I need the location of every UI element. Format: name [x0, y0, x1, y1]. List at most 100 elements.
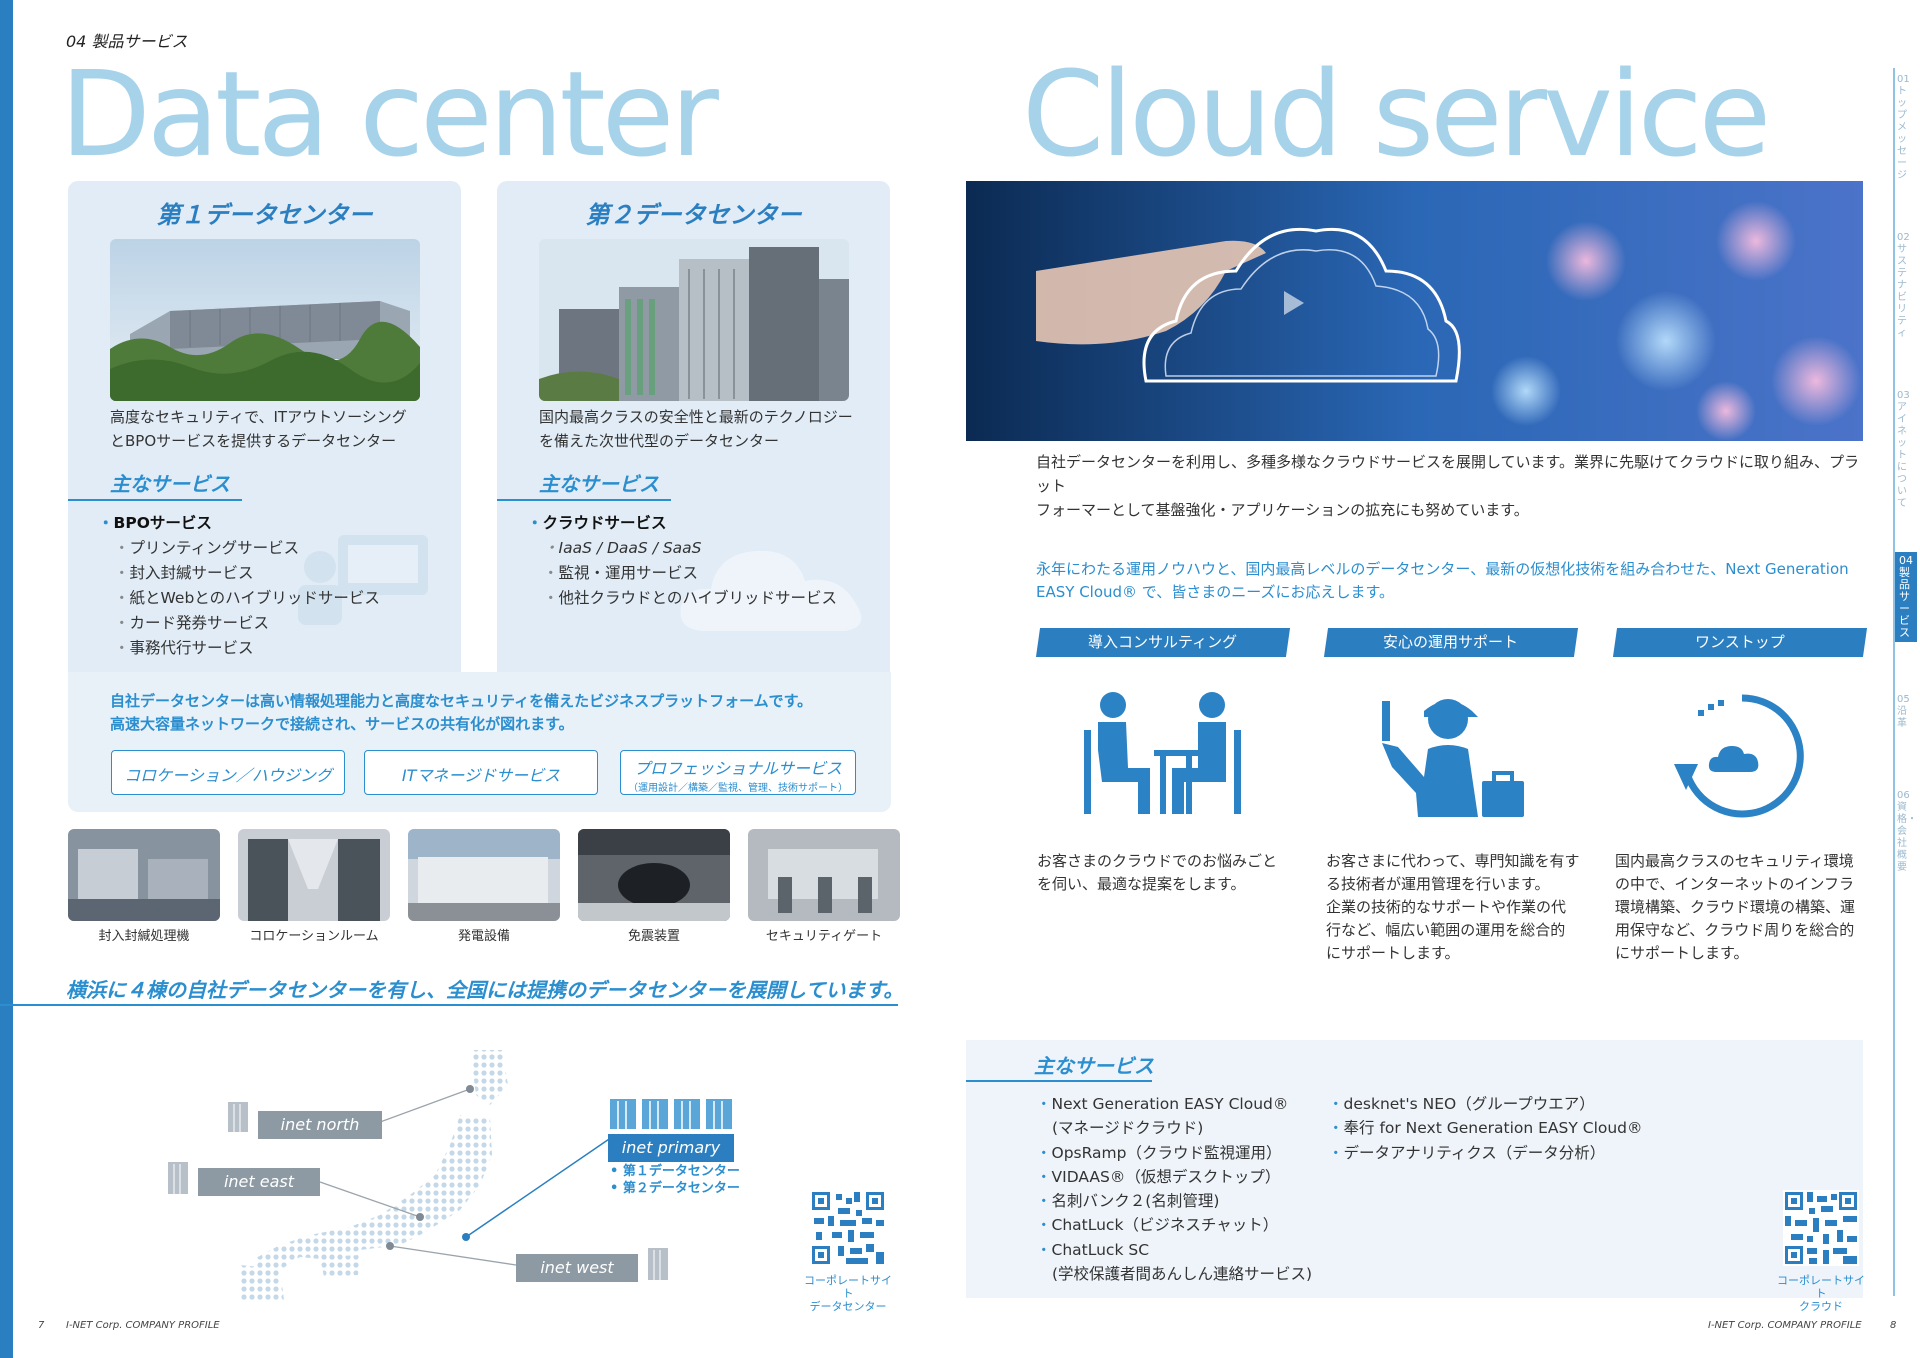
feature-onestop-label: ワンストップ	[1612, 628, 1868, 657]
japan-dot-map	[240, 1050, 508, 1300]
dc2-service-list: クラウドサービス IaaS / DaaS / SaaS 監視・運用サービス 他社…	[539, 511, 838, 611]
qr-caption-line: コーポレートサイト	[1777, 1274, 1865, 1300]
pill-label: プロフェッショナルサービス	[633, 759, 842, 778]
feature-text-line: にサポートします。	[1326, 944, 1460, 962]
thumb-caption: コロケーションルーム	[249, 929, 379, 944]
dc1-service-list: BPOサービス プリンティングサービス 封入封緘サービス 紙とWebとのハイブリ…	[110, 511, 380, 661]
feature-consulting-text: お客さまのクラウドでのお悩みごと を伺い、最適な提案をします。	[1037, 850, 1292, 896]
feature-text-line: の中で、インターネットのインフラ	[1615, 875, 1854, 893]
list-item: 紙とWebとのハイブリッドサービス	[110, 586, 380, 611]
thumb-enclosing-machine	[68, 829, 220, 921]
pill-sublabel: （運用設計／構築／監視、管理、技術サポート）	[628, 783, 848, 794]
section-label: 04 製品サービス	[66, 32, 188, 51]
professional-services-button[interactable]: プロフェッショナルサービス （運用設計／構築／監視、管理、技術サポート）	[620, 750, 856, 795]
thumb-caption: 免震装置	[627, 929, 680, 944]
side-nav-item-company[interactable]: 06 資格・会社概要	[1897, 790, 1917, 873]
thumb-caption: 発電設備	[457, 929, 510, 944]
dc2-photo	[539, 239, 849, 401]
service-item: Next Generation EASY Cloud®	[1052, 1092, 1312, 1116]
qr-code-cloud[interactable]	[1783, 1190, 1859, 1266]
cloud-services-label: 主なサービス	[1034, 1054, 1154, 1078]
dc-summary-band: 自社データセンターは高い情報処理能力と高度なセキュリティを備えたビジネスプラット…	[68, 672, 891, 812]
list-heading: クラウドサービス	[539, 511, 837, 536]
cloud-hero-image	[966, 181, 1863, 441]
slogan-underline	[0, 1004, 898, 1006]
cloud-description: 自社データセンターを利用し、多種多様なクラウドサービスを展開しています。業界に先…	[1036, 450, 1866, 522]
side-nav-item-top-message[interactable]: 01 トップメッセージ	[1897, 74, 1910, 181]
feature-support-text: お客さまに代わって、専門知識を有す る技術者が運用管理を行います。 企業の技術的…	[1326, 850, 1581, 965]
colocation-button[interactable]: コロケーション／ハウジング	[111, 750, 345, 795]
service-item: ChatLuck（ビジネスチャット）	[1052, 1213, 1312, 1237]
dc2-main-label: 主なサービス	[539, 472, 659, 496]
feature-onestop-text: 国内最高クラスのセキュリティ環境 の中で、インターネットのインフラ 環境構築、ク…	[1615, 850, 1870, 965]
feature-text-line: にサポートします。	[1615, 944, 1749, 962]
cloud-services-underline	[966, 1080, 1152, 1082]
primary-item: • 第１データセンター	[610, 1164, 740, 1179]
dc2-desc: 国内最高クラスの安全性と最新のテクノロジー を備えた次世代型のデータセンター	[539, 405, 869, 453]
side-nav-item-history[interactable]: 05 沿革	[1897, 694, 1910, 729]
list-item: カード発券サービス	[110, 611, 380, 636]
qr-caption-line: データセンター	[809, 1300, 887, 1313]
right-footer-text: I-NET Corp. COMPANY PROFILE	[1708, 1320, 1862, 1331]
feature-consulting-label: 導入コンサルティング	[1035, 628, 1291, 657]
feature-label: 安心の運用サポート	[1383, 633, 1519, 651]
left-edge-bar	[0, 0, 13, 1358]
qr-caption-line: クラウド	[1799, 1300, 1843, 1313]
list-heading: BPOサービス	[110, 511, 380, 536]
feature-text-line: 企業の技術的なサポートや作業の代	[1326, 898, 1567, 916]
thumb-seismic-isolation	[578, 829, 730, 921]
thumb-caption: セキュリティゲート	[765, 929, 883, 944]
support-engineer-icon	[1382, 699, 1524, 817]
dc2-desc-line: を備えた次世代型のデータセンター	[539, 432, 780, 450]
inet-west-tag: inet west	[516, 1254, 638, 1282]
service-item: データアナリティクス（データ分析）	[1344, 1141, 1643, 1165]
feature-text-line: を伺い、最適な提案をします。	[1037, 875, 1246, 893]
primary-item: • 第２データセンター	[610, 1181, 740, 1196]
primary-item-label: 第１データセンター	[622, 1164, 740, 1179]
inet-east-tag: inet east	[198, 1168, 320, 1196]
side-nav-item-products[interactable]: 04 製品サービス	[1895, 552, 1917, 642]
primary-item-label: 第２データセンター	[622, 1181, 740, 1196]
slogan: 横浜に４棟の自社データセンターを有し、全国には提携のデータセンターを展開していま…	[66, 978, 904, 1002]
list-item: 他社クラウドとのハイブリッドサービス	[539, 586, 838, 611]
dc2-main-underline	[497, 499, 671, 501]
qr-caption-left: コーポレートサイト データセンター	[800, 1274, 896, 1313]
dc2-title: 第２データセンター	[585, 201, 802, 229]
feature-text-line: 環境構築、クラウド環境の構築、運	[1615, 898, 1856, 916]
side-nav-item-about[interactable]: 03 アイネットについて	[1897, 390, 1910, 509]
service-item: 名刺バンク２(名刺管理)	[1052, 1189, 1312, 1213]
inet-north-tag: inet north	[258, 1111, 382, 1139]
dc1-photo	[110, 239, 420, 401]
service-item: OpsRamp（クラウド監視運用）	[1052, 1141, 1312, 1165]
feature-text-line: 行など、幅広い範囲の運用を総合的	[1326, 921, 1566, 939]
service-item: 奉行 for Next Generation EASY Cloud®	[1344, 1116, 1643, 1140]
side-nav-item-sustainability[interactable]: 02 サステナビリティ	[1897, 232, 1910, 339]
building-icon	[168, 1162, 188, 1194]
cloud-lead: 永年にわたる運用ノウハウと、国内最高レベルのデータセンター、最新の仮想化技術を組…	[1036, 558, 1866, 604]
cloud-lead-line: EASY Cloud® で、皆さまのニーズにお応えします。	[1036, 583, 1394, 601]
services-column-2: desknet's NEO（グループウエア） 奉行 for Next Gener…	[1344, 1092, 1643, 1165]
feature-text-line: る技術者が運用管理を行います。	[1326, 875, 1550, 893]
thumb-caption: 封入封緘処理機	[98, 929, 190, 944]
service-item: ChatLuck SC	[1052, 1238, 1312, 1262]
it-managed-button[interactable]: ITマネージドサービス	[364, 750, 598, 795]
onestop-cycle-icon	[1674, 694, 1804, 818]
list-item: IaaS / DaaS / SaaS	[539, 536, 837, 561]
services-column-1: Next Generation EASY Cloud® (マネージドクラウド) …	[1052, 1092, 1313, 1286]
cloud-desc-line: 自社データセンターを利用し、多種多様なクラウドサービスを展開しています。業界に先…	[1036, 453, 1860, 495]
dc2-desc-line: 国内最高クラスの安全性と最新のテクノロジー	[539, 408, 853, 426]
list-item: プリンティングサービス	[110, 536, 380, 561]
dc1-desc-line: 高度なセキュリティで、ITアウトソーシング	[110, 408, 407, 426]
inet-primary-tag: inet primary	[608, 1134, 734, 1162]
feature-label: 導入コンサルティング	[1088, 633, 1238, 651]
feature-text-line: お客さまに代わって、専門知識を有す	[1326, 852, 1580, 870]
pill-label: ITマネージドサービス	[401, 766, 561, 785]
feature-text-line: 用保守など、クラウド周りを総合的	[1615, 921, 1855, 939]
primary-list: • 第１データセンター • 第２データセンター	[610, 1163, 740, 1197]
qr-code-datacenter[interactable]	[810, 1190, 886, 1266]
feature-label: ワンストップ	[1695, 633, 1785, 651]
cloud-services-box: 主なサービス Next Generation EASY Cloud® (マネージ…	[966, 1040, 1865, 1313]
building-icon	[648, 1248, 668, 1280]
feature-support-label: 安心の運用サポート	[1323, 628, 1579, 657]
dc1-main-label: 主なサービス	[110, 472, 230, 496]
